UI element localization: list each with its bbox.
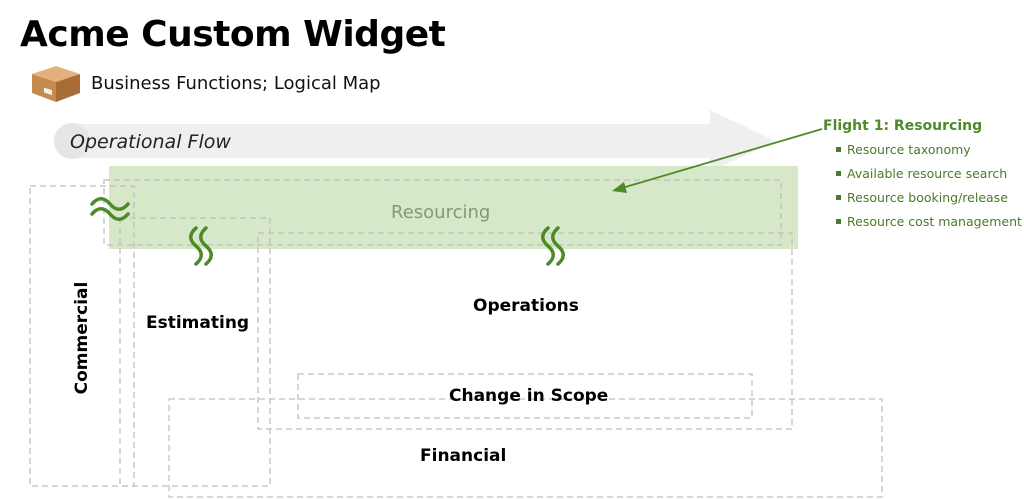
operations-label: Operations <box>473 296 579 316</box>
financial-box <box>168 398 883 498</box>
list-item-text: Resource taxonomy <box>847 142 971 157</box>
operational-flow-arrow <box>54 110 775 172</box>
callout-arrow <box>612 128 823 193</box>
list-item: Resource cost management <box>836 210 1022 234</box>
callout-title: Flight 1: Resourcing <box>823 118 983 134</box>
list-item: Available resource search <box>836 162 1022 186</box>
bullet-icon <box>836 195 841 200</box>
list-item-text: Available resource search <box>847 166 1008 181</box>
bullet-icon <box>836 147 841 152</box>
operational-flow-label: Operational Flow <box>70 131 231 153</box>
package-box-icon <box>32 66 80 102</box>
estimating-label: Estimating <box>146 313 250 333</box>
resourcing-label: Resourcing <box>391 202 491 223</box>
resourcing-highlight <box>109 166 798 249</box>
page-title: Acme Custom Widget <box>20 14 446 55</box>
bullet-icon <box>836 171 841 176</box>
financial-label: Financial <box>420 446 507 466</box>
list-item-text: Resource booking/release <box>847 190 1008 205</box>
wavy-link-icon <box>189 226 213 266</box>
change-in-scope-box <box>297 373 753 419</box>
resourcing-box <box>103 179 782 246</box>
commercial-box <box>29 185 135 487</box>
commercial-label: Commercial <box>72 281 92 395</box>
flight-callout: Flight 1: Resourcing Resource taxonomy A… <box>823 118 1022 234</box>
operations-box <box>257 232 793 430</box>
list-item: Resource taxonomy <box>836 138 1022 162</box>
list-item-text: Resource cost management <box>847 214 1022 229</box>
wavy-link-icon <box>90 197 130 221</box>
callout-list: Resource taxonomy Available resource sea… <box>836 138 1022 234</box>
bullet-icon <box>836 219 841 224</box>
estimating-box <box>119 217 271 487</box>
change-in-scope-label: Change in Scope <box>449 386 609 406</box>
page-subtitle: Business Functions; Logical Map <box>91 73 381 94</box>
list-item: Resource booking/release <box>836 186 1022 210</box>
wavy-link-icon <box>541 226 565 266</box>
